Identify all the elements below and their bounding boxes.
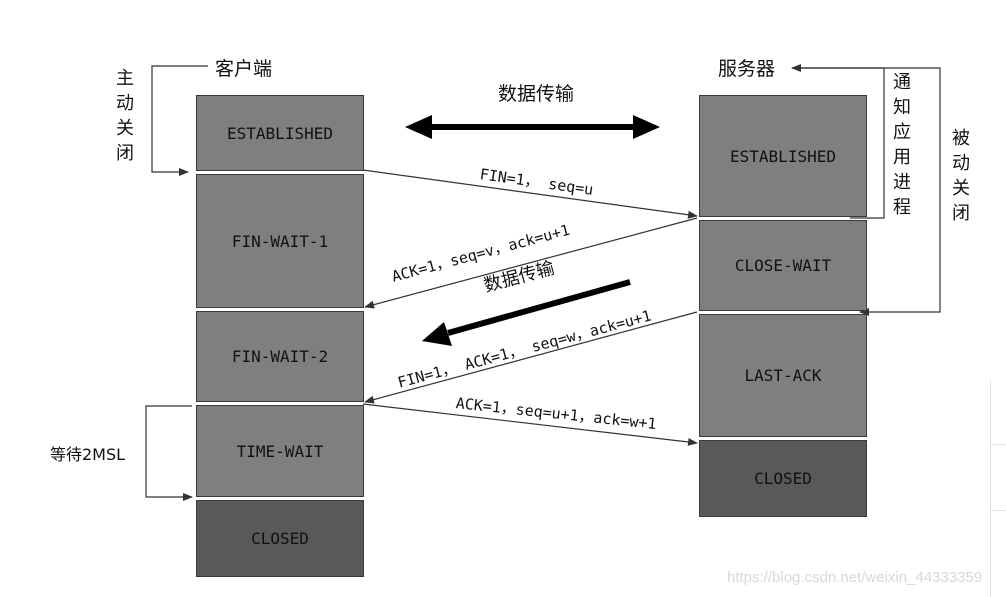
ack2-arrow [362,403,698,446]
server-state-close-wait: CLOSE-WAIT [699,220,867,311]
passive-close-bracket [792,67,941,316]
wait-2msl-label: 等待2MSL [50,445,126,464]
server-state-last-ack: LAST-ACK [699,314,867,437]
notify-app-label: 通 知 应 用 进 程 [893,72,911,218]
client-state-closed: CLOSED [196,500,364,577]
fin1-arrow [362,169,698,219]
client-state-established: ESTABLISHED [196,95,364,171]
server-state-established: ESTABLISHED [699,95,867,217]
client-title: 客户端 [215,58,273,80]
passive-close-label: 被 动 关 闭 [952,128,970,224]
server-state-closed: CLOSED [699,440,867,517]
data-transfer-top-label: 数据传输 [498,83,575,105]
client-state-fin-wait-2: FIN-WAIT-2 [196,311,364,402]
fin2-arrow [364,311,698,404]
data-transfer-server-to-client-arrow [422,279,631,346]
background-table-edge [990,380,1006,597]
client-state-fin-wait-1: FIN-WAIT-1 [196,174,364,308]
data-transfer-bidirectional-arrow [405,115,660,139]
active-close-label: 主 动 关 闭 [116,68,134,164]
time-wait-bracket [145,405,193,501]
active-close-bracket [151,65,208,176]
ack1-arrow [364,217,698,309]
watermark-text: https://blog.csdn.net/weixin_44333359 [727,569,983,586]
server-title: 服务器 [718,58,776,80]
client-state-time-wait: TIME-WAIT [196,405,364,497]
